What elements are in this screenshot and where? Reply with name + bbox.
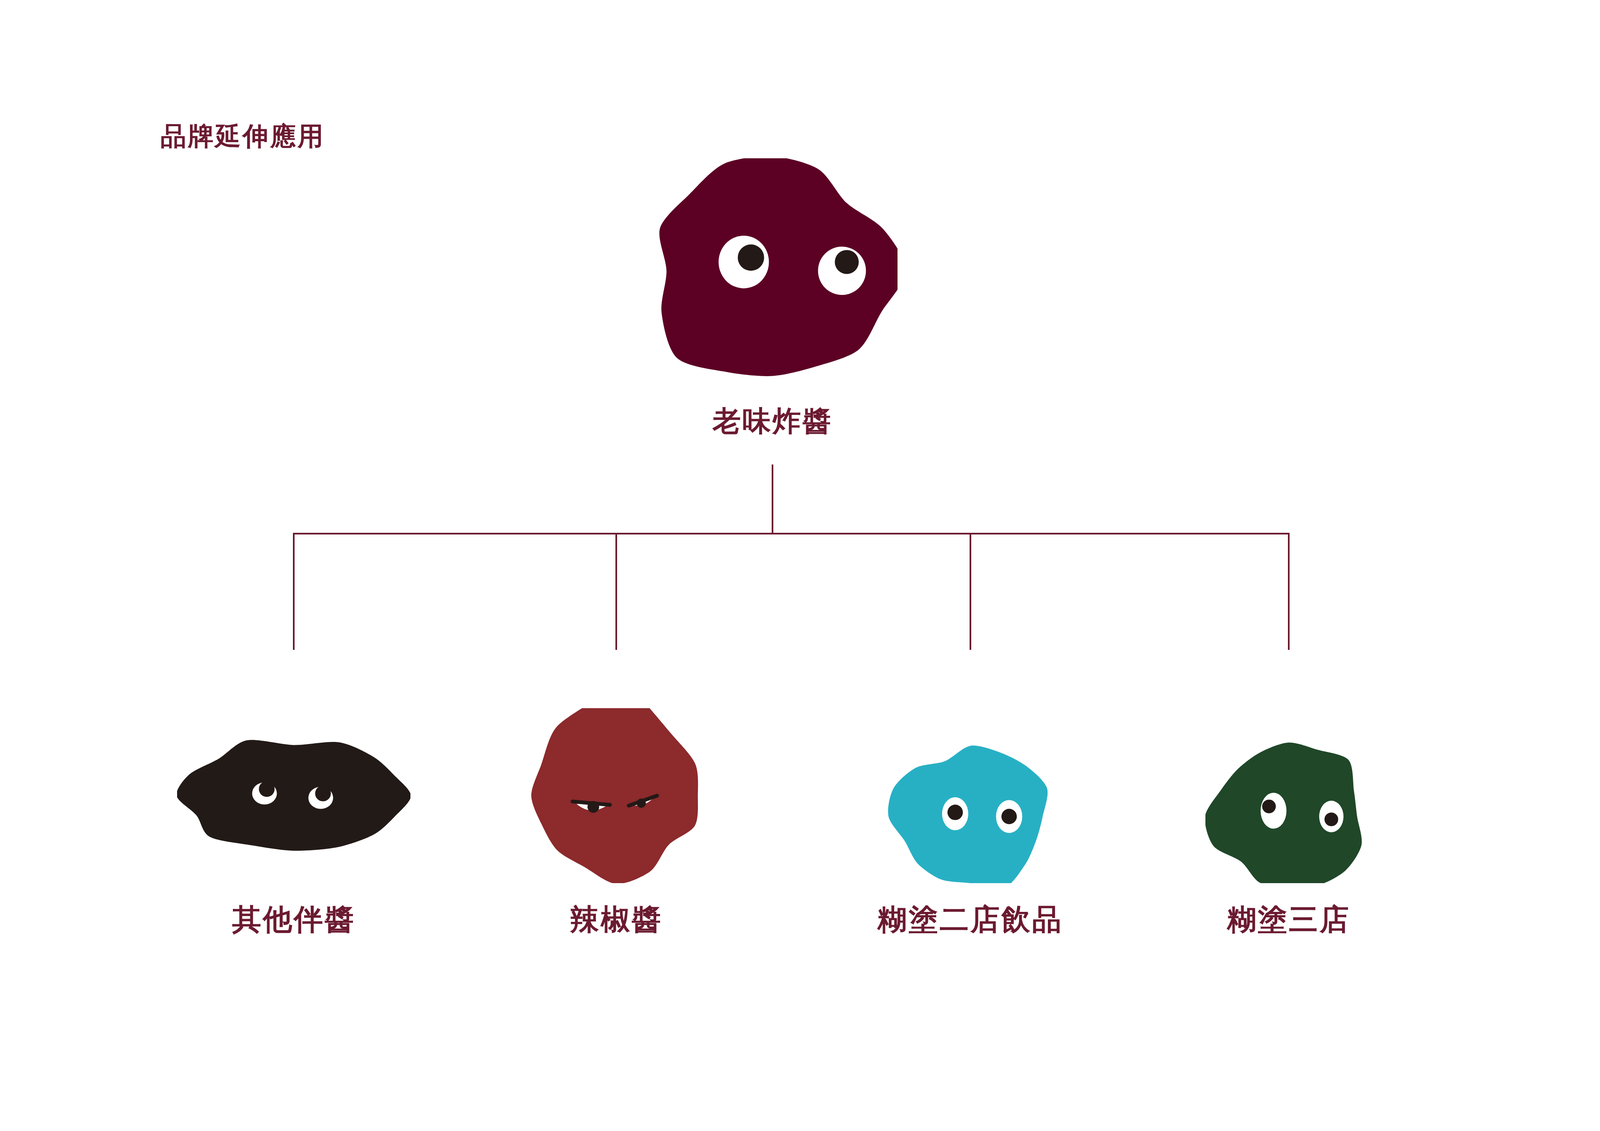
- tree-connector: [772, 465, 971, 650]
- mascot-blob: [177, 708, 411, 884]
- eye-pupil: [1324, 812, 1339, 827]
- eye-pupil: [947, 805, 963, 821]
- mascot-node: 老味炸醬: [639, 158, 906, 465]
- eye-white: [942, 797, 969, 831]
- blob-body: [1205, 742, 1362, 884]
- eye-pupil: [1001, 809, 1017, 825]
- mascot-node: 糊塗二店飲品: [869, 650, 1072, 946]
- node-label: 老味炸醬: [712, 404, 833, 439]
- node-label: 辣椒醬: [570, 902, 663, 938]
- page-title: 品牌延伸應用: [160, 120, 325, 152]
- eye-pupil: [1262, 799, 1276, 814]
- tree-connector: [616, 465, 773, 650]
- eye-white: [995, 800, 1023, 833]
- node-label: 其他伴醬: [232, 902, 356, 938]
- eye-white: [817, 246, 866, 295]
- eye-pupil: [835, 250, 860, 275]
- mascot-node: 糊塗三店: [1197, 650, 1381, 946]
- mascot-node: 其他伴醬: [168, 650, 419, 946]
- blob-body: [659, 158, 898, 377]
- node-label: 糊塗二店飲品: [877, 902, 1063, 938]
- eye-white: [718, 235, 770, 289]
- mascot-blob: [528, 708, 704, 884]
- mascot-blob: [887, 708, 1054, 884]
- mascot-blob: [647, 158, 898, 384]
- eye-pupil: [737, 244, 765, 271]
- node-label: 糊塗三店: [1227, 902, 1351, 938]
- mascot-node: 辣椒醬: [520, 650, 713, 946]
- tree-connector: [293, 465, 773, 650]
- eye-pupil: [315, 785, 331, 802]
- blob-body: [887, 745, 1048, 884]
- blob-body: [531, 708, 698, 884]
- mascot-blob: [1205, 708, 1373, 884]
- eye-white: [1260, 792, 1287, 829]
- blob-body: [177, 740, 411, 851]
- eye-white: [1319, 800, 1344, 833]
- eye-pupil: [258, 781, 275, 798]
- angry-eyes: [572, 795, 658, 813]
- tree-connector: [772, 465, 1289, 650]
